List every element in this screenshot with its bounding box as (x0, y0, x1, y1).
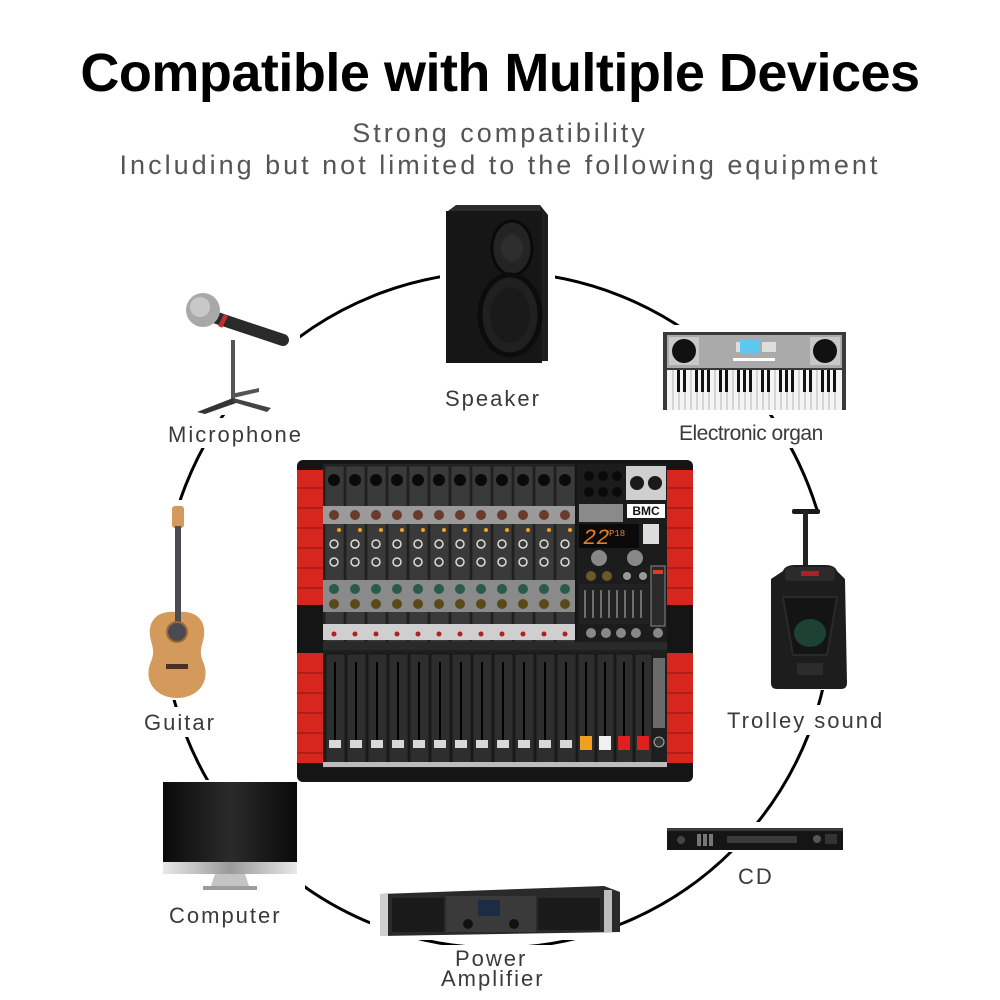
cd-player-icon (667, 828, 843, 850)
svg-text:P18: P18 (609, 529, 625, 539)
keyboard-icon (663, 332, 846, 410)
subtitle-line-1: Strong compatibility (352, 118, 648, 148)
device-label-electronic-organ: Electronic organ (679, 422, 823, 445)
device-label-power-amplifier: Power (455, 948, 527, 970)
device-label-power-amplifier-line-2: Amplifier (441, 966, 545, 991)
page-title: Compatible with Multiple Devices (80, 43, 920, 103)
power-amplifier-icon (380, 886, 620, 936)
computer-monitor-icon (163, 782, 297, 890)
device-label-trolley-sound: Trolley sound (727, 708, 885, 733)
device-label-speaker: Speaker (445, 386, 541, 411)
device-label-microphone: Microphone (168, 422, 303, 447)
svg-text:22: 22 (583, 526, 609, 551)
audio-mixer-icon: BMC 22 P18 (297, 460, 693, 782)
speaker-icon (446, 205, 548, 363)
device-label-cd: CD (738, 864, 774, 889)
trolley-speaker-icon (771, 509, 847, 689)
microphone-icon (186, 293, 289, 414)
device-label-guitar: Guitar (144, 710, 216, 735)
subtitle-line-2: Including but not limited to the followi… (119, 150, 881, 180)
label-line-1: Power (455, 946, 528, 971)
guitar-icon (148, 506, 206, 698)
device-label-computer: Computer (169, 903, 282, 928)
svg-text:BMC: BMC (632, 504, 660, 518)
